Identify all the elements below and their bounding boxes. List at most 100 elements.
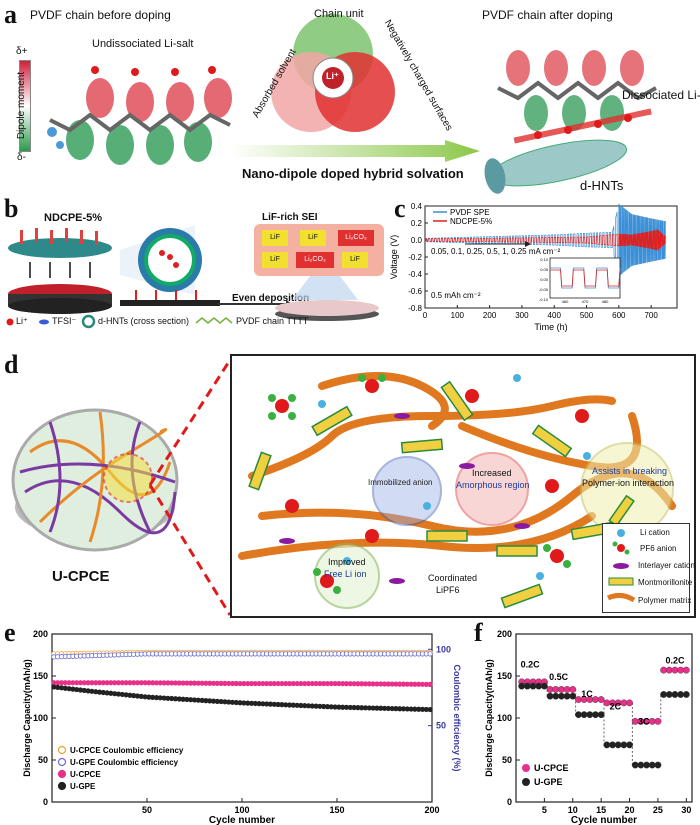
immobilized-anion-label: Immobilized anion [368, 478, 433, 487]
y-tick-label: 200 [33, 629, 48, 639]
panel-f-letter: f [474, 618, 483, 647]
inset-x-tick-label: 480 [602, 299, 609, 304]
panel-a-left-title: PVDF chain before doping [30, 8, 171, 22]
x-tick-label: 200 [424, 805, 439, 815]
y2-axis-label: Coulombic efficiency (%) [452, 664, 462, 771]
data-point [563, 686, 571, 693]
y2-tick-label: 50 [436, 721, 446, 731]
x-tick-label: 15 [596, 805, 606, 815]
y-tick-label: 100 [33, 713, 48, 723]
panel-d-letter: d [4, 350, 19, 379]
legend-polymer-matrix: Polymer matrix [638, 596, 692, 605]
rate-arrowhead [525, 241, 531, 247]
assists-label: Assists in breaking [592, 466, 668, 476]
x-tick-label: 150 [329, 805, 344, 815]
zoom-callout-lines [148, 359, 232, 616]
data-point [558, 686, 565, 693]
inset-x-tick-label: 460 [562, 299, 569, 304]
x-tick-label: 5 [542, 805, 547, 815]
panel-a-right-title: PVDF chain after doping [482, 8, 613, 22]
data-point [546, 692, 554, 700]
rate-label: 3C [638, 717, 650, 727]
data-point [626, 741, 633, 749]
y-tick-label: 150 [497, 671, 512, 681]
legend-pf6-anion: PF6 anion [640, 544, 677, 553]
increased-label: Increased [472, 468, 512, 478]
legend-li-cation: Li cation [640, 528, 670, 537]
inset-line-ndcpe [550, 269, 621, 287]
data-point [648, 761, 656, 769]
improved-label: Improved [328, 557, 366, 567]
rate-label: 0.2C [521, 660, 541, 670]
series-line-ndcpe [425, 228, 666, 251]
ndcpe-electrode-illustration [8, 228, 112, 314]
y-tick-label: -0.2 [408, 253, 422, 262]
pvdf-chain-after-illustration [484, 50, 657, 194]
x-tick-label: 50 [142, 805, 152, 815]
data-point [597, 696, 605, 703]
rate-annotation: 0.05, 0.1, 0.25, 0.5, 1, 0.25 mA cm⁻² [431, 247, 561, 256]
legend-montmorillonite: Montmorillonite [638, 578, 693, 587]
sei-cone-icon [292, 276, 358, 300]
arrow-caption: Nano-dipole doped hybrid solvation [242, 166, 464, 181]
y-tick-label: 50 [38, 755, 48, 765]
solvation-venn-diagram [271, 14, 395, 132]
data-point [626, 699, 633, 707]
rate-label: 2C [610, 702, 622, 712]
data-point [427, 651, 433, 657]
rate-label: 0.2C [665, 655, 685, 665]
u-cpce-membrane-label: U-CPCE [52, 568, 110, 585]
data-point [563, 692, 571, 700]
panel-b-title: NDCPE-5% [44, 212, 103, 224]
legend-label: U-GPE [70, 782, 96, 791]
data-point [569, 692, 577, 700]
legend-marker [522, 778, 530, 786]
legend-marker [57, 769, 67, 779]
y-tick-label: 0.4 [411, 202, 423, 211]
y2-tick-label: 100 [436, 644, 451, 654]
y-tick-label: -0.6 [408, 287, 422, 296]
panel-a-letter: a [4, 0, 17, 29]
data-point [654, 761, 662, 769]
y-tick-label: -0.4 [408, 270, 422, 279]
x-axis-label: Cycle number [209, 815, 275, 825]
x-tick-label: 20 [625, 805, 635, 815]
dipole-gradient-bar [19, 60, 31, 152]
x-tick-label: 30 [681, 805, 691, 815]
data-point [677, 666, 685, 674]
undissociated-label: Undissociated Li-salt [92, 38, 194, 50]
dissociated-label-line1: Dissociated Li-salt [622, 88, 700, 102]
data-point [603, 741, 611, 749]
data-point [580, 711, 588, 719]
data-point [518, 682, 526, 690]
y-tick-label: -0.8 [408, 304, 422, 313]
series-u-gpe [518, 682, 690, 769]
tfsi-legend-icon [39, 319, 49, 325]
legend-li-label: Li⁺ [16, 316, 28, 326]
x-tick-label: 300 [515, 311, 529, 320]
data-point [523, 682, 531, 690]
inset-line-pvdf [550, 267, 621, 289]
legend-pvdf-label: PVDF chain TTTT [236, 316, 309, 326]
legend-label: U-GPE [534, 777, 563, 787]
data-point [643, 761, 650, 769]
data-point [671, 691, 679, 698]
dhnts-legend-icon [81, 314, 96, 329]
x-tick-label: 400 [548, 311, 562, 320]
capacity-annotation: 0.5 mAh cm⁻² [431, 291, 481, 300]
x-axis-label: Time (h) [534, 322, 567, 332]
transition-arrow [230, 140, 480, 162]
polymer-ion-label: Polymer-ion interaction [582, 478, 675, 488]
sei-block: LiF [342, 252, 368, 268]
inset-y-tick-label: -0.05 [539, 287, 549, 292]
series-u-cpce [51, 680, 433, 687]
dipole-axis-label: Dipole moment [16, 71, 28, 140]
data-point [427, 681, 433, 687]
legend-label: U-CPCE [70, 770, 101, 779]
data-point [592, 711, 599, 719]
data-point [677, 691, 685, 698]
legend-tfsi-label: TFSI⁻ [52, 316, 77, 326]
dipole-plus-label: δ+ [16, 46, 28, 57]
venn-top-label: Chain unit [314, 8, 364, 20]
